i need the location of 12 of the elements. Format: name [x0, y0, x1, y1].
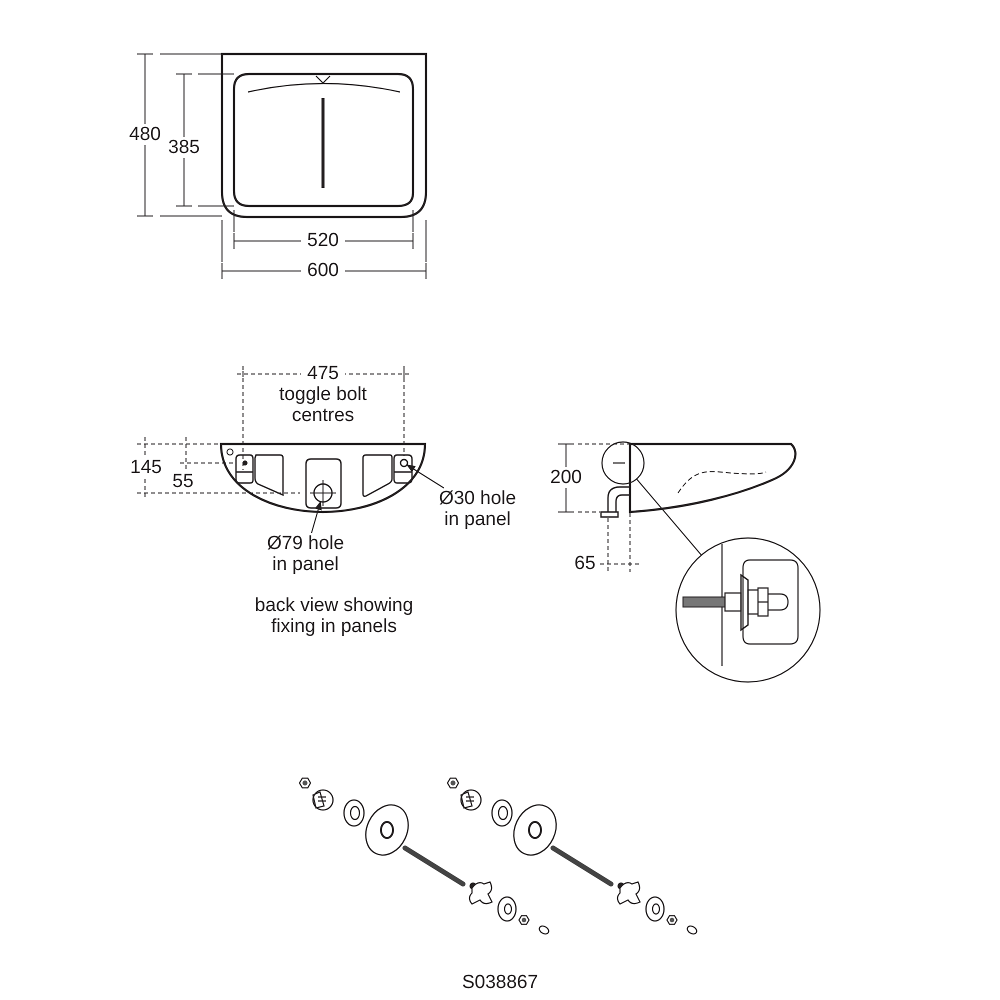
drawing-number: S038867 — [460, 972, 540, 993]
hole — [400, 458, 408, 468]
detail-circle — [675, 537, 821, 683]
dimension-note: toggle bolt centres — [278, 384, 368, 426]
view-caption: back view showing fixing in panels — [254, 595, 414, 637]
callout-text: Ø30 hole in panel — [430, 488, 525, 530]
leader-line — [310, 500, 322, 534]
hole — [313, 483, 333, 503]
leader-line — [406, 464, 444, 488]
detail-circle — [601, 441, 645, 485]
callout-text: Ø79 hole in panel — [258, 533, 353, 575]
leader-line — [636, 478, 702, 556]
